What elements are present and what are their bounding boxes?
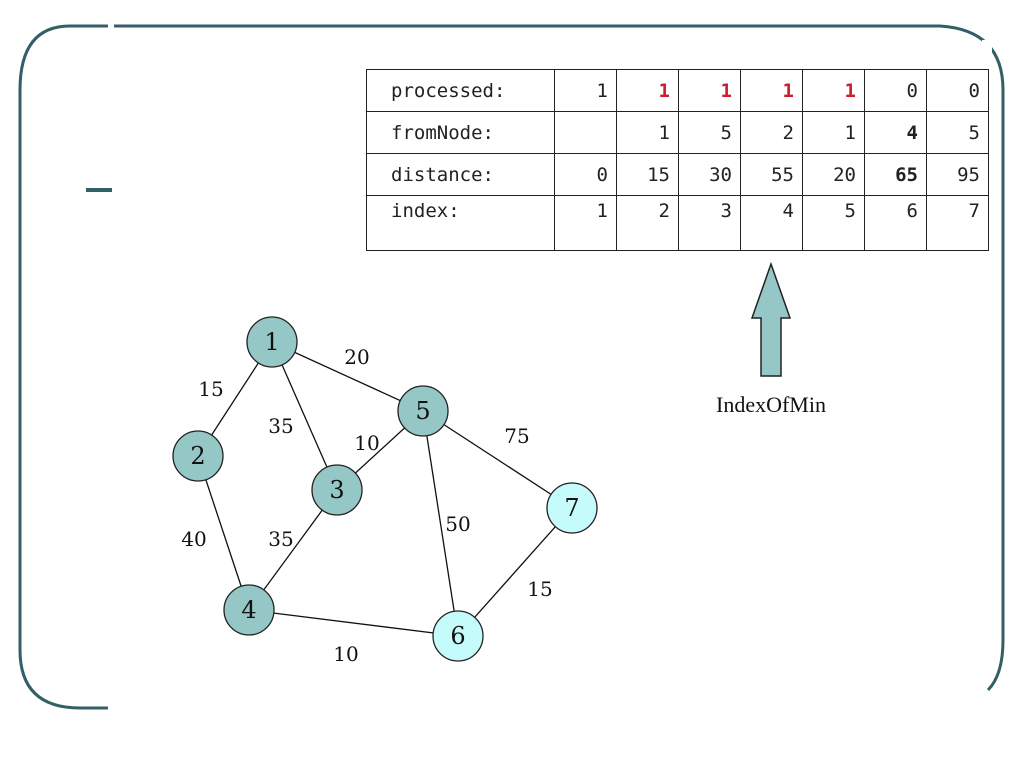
edge-weight-label: 10: [354, 431, 379, 455]
table-cell: 95: [926, 153, 989, 196]
graph-edge: [271, 341, 338, 491]
table-cell: 6: [864, 195, 927, 251]
table-cell: 1: [616, 111, 679, 154]
edge-weight-label: 75: [504, 424, 529, 448]
graph-edge: [457, 507, 573, 637]
graph-node: [246, 316, 298, 368]
graph-edge: [197, 455, 250, 611]
index-of-min-arrow: [750, 262, 792, 377]
table-cell: 1: [678, 69, 741, 112]
graph-edge: [271, 341, 424, 412]
table-cell: 2: [740, 111, 803, 154]
table-cell: 7: [926, 195, 989, 251]
graph-node: [432, 610, 484, 662]
row-label: index:: [366, 195, 555, 251]
table-cell: 65: [864, 153, 927, 196]
graph-edge: [248, 609, 459, 637]
node-label: 1: [264, 328, 279, 356]
edge-weight-label: 40: [181, 527, 206, 551]
node-label: 5: [415, 397, 430, 425]
table-cell: 5: [926, 111, 989, 154]
bullet-dash: [86, 188, 112, 192]
table-cell: 5: [802, 195, 865, 251]
edge-weight-label: 35: [268, 527, 293, 551]
graph-node: [546, 482, 598, 534]
edge-weight-label: 50: [445, 512, 470, 536]
table-cell: 1: [740, 69, 803, 112]
row-label: fromNode:: [366, 111, 555, 154]
table-cell: 5: [678, 111, 741, 154]
row-label: distance:: [366, 153, 555, 196]
edge-weight-label: 20: [344, 345, 369, 369]
table-cell: 1: [802, 69, 865, 112]
edge-weight-label: 15: [198, 377, 223, 401]
edge-weight-label: 15: [527, 577, 552, 601]
table-cell: 0: [864, 69, 927, 112]
graph-edge: [422, 410, 573, 509]
table-cell: 1: [554, 69, 617, 112]
table-cell: 0: [554, 153, 617, 196]
table-cell: 1: [554, 195, 617, 251]
graph-node: [311, 464, 363, 516]
node-label: 6: [450, 622, 465, 650]
edge-weight-label: 10: [333, 642, 358, 666]
row-label: processed:: [366, 69, 555, 112]
table-cell: 1: [616, 69, 679, 112]
graph-edge: [422, 410, 459, 637]
table-cell: 15: [616, 153, 679, 196]
table-cell: [554, 111, 617, 154]
node-label: 2: [190, 442, 205, 470]
node-label: 3: [329, 476, 344, 504]
table-cell: 1: [802, 111, 865, 154]
graph-node: [223, 584, 275, 636]
graph-node: [172, 430, 224, 482]
node-label: 7: [564, 494, 579, 522]
table-cell: 4: [864, 111, 927, 154]
edge-weight-label: 35: [268, 414, 293, 438]
node-label: 4: [241, 596, 256, 624]
graph-node: [397, 385, 449, 437]
index-of-min-label: IndexOfMin: [716, 392, 826, 417]
